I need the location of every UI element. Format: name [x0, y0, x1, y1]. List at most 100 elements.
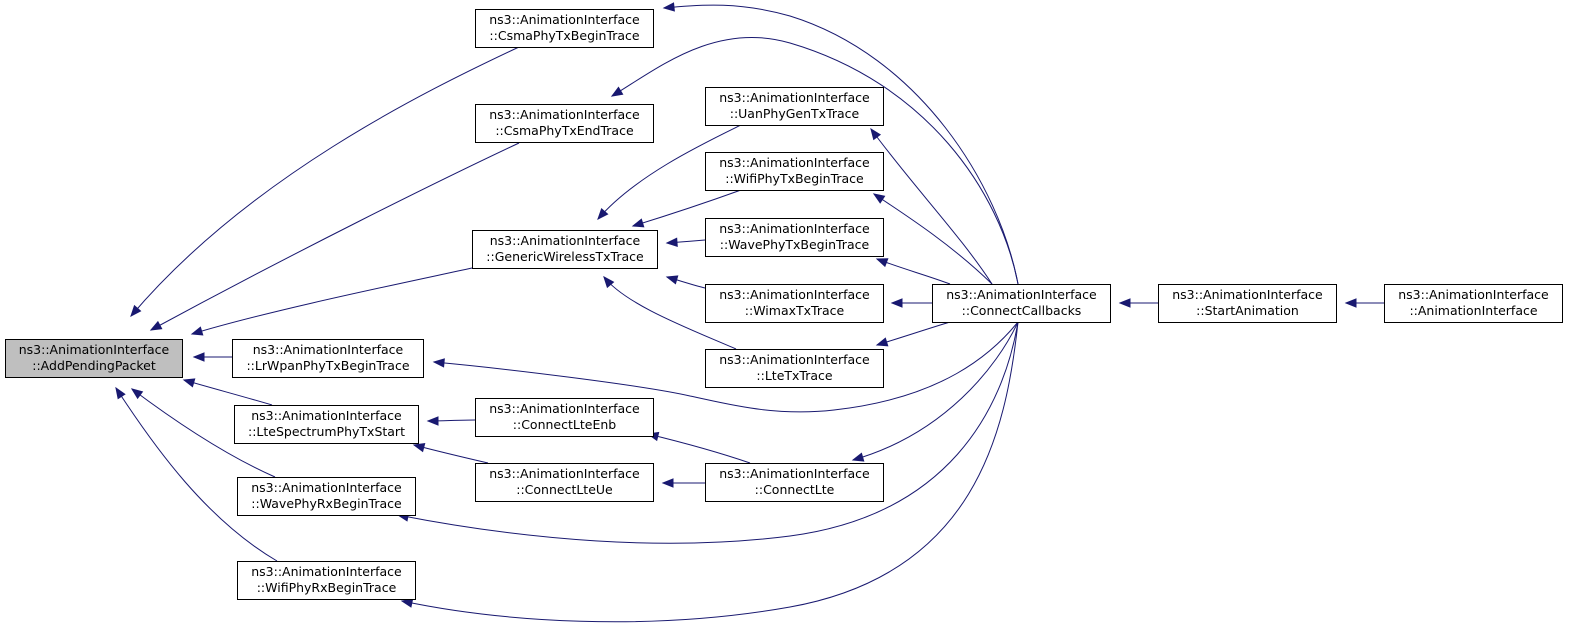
node-namespace-label: ns3::AnimationInterface — [19, 342, 170, 357]
arrowhead-icon — [851, 452, 865, 462]
edges-layer — [115, 2, 1384, 623]
edge-line — [663, 4, 1019, 285]
node-namespace-label: ns3::AnimationInterface — [489, 107, 640, 122]
edge-generic_wireless-to-add_pending_packet — [190, 267, 473, 336]
node-add-pending-packet[interactable]: ns3::AnimationInterface::AddPendingPacke… — [5, 339, 183, 378]
arrowhead-icon — [870, 127, 882, 141]
edge-lte_spectrum-to-add_pending_packet — [182, 378, 273, 406]
node-box — [1158, 284, 1337, 323]
node-namespace-label: ns3::AnimationInterface — [251, 480, 402, 495]
node-box — [705, 218, 884, 257]
node-namespace-label: ns3::AnimationInterface — [489, 401, 640, 416]
edge-connect_callbacks-to-uan_gen — [870, 127, 993, 285]
edge-connect_lte-to-connect_lte_ue — [661, 478, 705, 488]
node-method-label: ::AddPendingPacket — [32, 358, 156, 373]
arrowhead-icon — [661, 478, 674, 488]
edge-line — [870, 128, 993, 285]
node-namespace-label: ns3::AnimationInterface — [253, 342, 404, 357]
node-namespace-label: ns3::AnimationInterface — [251, 564, 402, 579]
edge-line — [433, 321, 1019, 413]
node-connect-lte-ue[interactable]: ns3::AnimationInterface::ConnectLteUe — [475, 463, 654, 502]
arrowhead-icon — [631, 218, 645, 228]
node-box — [475, 398, 654, 437]
node-method-label: ::ConnectCallbacks — [962, 303, 1082, 318]
arrowhead-icon — [130, 304, 142, 318]
node-generic-wireless[interactable]: ns3::AnimationInterface::GenericWireless… — [472, 230, 658, 269]
node-box — [232, 339, 424, 378]
node-csma-tx-begin[interactable]: ns3::AnimationInterface::CsmaPhyTxBeginT… — [475, 9, 654, 48]
arrowhead-icon — [610, 86, 624, 97]
node-wave-rx[interactable]: ns3::AnimationInterface::WavePhyRxBeginT… — [237, 477, 416, 516]
arrowhead-icon — [875, 258, 889, 268]
edge-line — [632, 189, 742, 227]
node-box — [475, 463, 654, 502]
node-box — [705, 152, 884, 191]
node-method-label: ::WavePhyTxBeginTrace — [720, 237, 870, 252]
node-namespace-label: ns3::AnimationInterface — [719, 90, 870, 105]
edge-line — [183, 379, 273, 406]
edge-line — [401, 321, 1019, 623]
node-namespace-label: ns3::AnimationInterface — [719, 466, 870, 481]
node-lrwpan[interactable]: ns3::AnimationInterface::LrWpanPhyTxBegi… — [232, 339, 424, 378]
node-start-animation[interactable]: ns3::AnimationInterface::StartAnimation — [1158, 284, 1337, 323]
edge-uan_gen-to-generic_wireless — [597, 124, 742, 221]
arrowhead-icon — [426, 416, 439, 426]
node-wifi-rx[interactable]: ns3::AnimationInterface::WifiPhyRxBeginT… — [237, 561, 416, 600]
node-connect-lte-enb[interactable]: ns3::AnimationInterface::ConnectLteEnb — [475, 398, 654, 437]
node-animation-interface[interactable]: ns3::AnimationInterface::AnimationInterf… — [1384, 284, 1563, 323]
edge-connect_callbacks-to-wifi_rx — [400, 321, 1019, 623]
edge-connect_callbacks-to-csma_tx_begin — [662, 2, 1019, 285]
edge-line — [647, 433, 751, 464]
node-box — [1384, 284, 1563, 323]
edge-line — [150, 142, 520, 331]
node-namespace-label: ns3::AnimationInterface — [719, 352, 870, 367]
arrowhead-icon — [662, 2, 675, 12]
node-box — [705, 284, 884, 323]
node-connect-callbacks[interactable]: ns3::AnimationInterface::ConnectCallback… — [932, 284, 1111, 323]
node-method-label: ::WifiPhyTxBeginTrace — [725, 171, 864, 186]
edge-line — [131, 388, 276, 478]
node-connect-lte[interactable]: ns3::AnimationInterface::ConnectLte — [705, 463, 884, 502]
node-method-label: ::UanPhyGenTxTrace — [730, 106, 860, 121]
edge-csma_tx_begin-to-add_pending_packet — [130, 46, 520, 318]
node-wifi-tx[interactable]: ns3::AnimationInterface::WifiPhyTxBeginT… — [705, 152, 884, 191]
edge-line — [876, 321, 951, 346]
edge-connect_callbacks-to-wimax — [890, 298, 932, 308]
node-csma-tx-end[interactable]: ns3::AnimationInterface::CsmaPhyTxEndTra… — [475, 104, 654, 143]
node-lte-tx[interactable]: ns3::AnimationInterface::LteTxTrace — [705, 349, 884, 388]
node-method-label: ::StartAnimation — [1196, 303, 1299, 318]
edge-line — [130, 46, 520, 317]
node-method-label: ::WavePhyRxBeginTrace — [251, 496, 402, 511]
node-method-label: ::CsmaPhyTxEndTrace — [495, 123, 634, 138]
arrowhead-icon — [432, 358, 445, 368]
edge-line — [873, 193, 993, 285]
edge-line — [876, 258, 951, 285]
arrowhead-icon — [182, 378, 196, 388]
node-method-label: ::ConnectLteEnb — [513, 417, 616, 432]
node-method-label: ::LteTxTrace — [756, 368, 832, 383]
arrowhead-icon — [665, 237, 678, 247]
arrowhead-icon — [192, 352, 205, 362]
edge-wave_tx-to-generic_wireless — [665, 237, 706, 247]
node-box — [472, 230, 658, 269]
arrowhead-icon — [149, 320, 163, 331]
node-uan-gen[interactable]: ns3::AnimationInterface::UanPhyGenTxTrac… — [705, 87, 884, 126]
node-method-label: ::LrWpanPhyTxBeginTrace — [246, 358, 409, 373]
node-box — [237, 561, 416, 600]
edge-connect_callbacks-to-lrwpan — [432, 321, 1019, 413]
edge-connect_callbacks-to-connect_lte — [851, 321, 1019, 462]
edge-connect_callbacks-to-csma_tx_end — [610, 36, 1019, 285]
node-box — [237, 477, 416, 516]
node-namespace-label: ns3::AnimationInterface — [1398, 287, 1549, 302]
edge-lte_tx-to-generic_wireless — [603, 275, 737, 350]
edge-wave_rx-to-add_pending_packet — [130, 388, 276, 478]
arrowhead-icon — [130, 388, 144, 400]
edge-line — [115, 387, 278, 562]
node-wimax[interactable]: ns3::AnimationInterface::WimaxTxTrace — [705, 284, 884, 323]
node-lte-spectrum[interactable]: ns3::AnimationInterface::LteSpectrumPhyT… — [234, 405, 419, 444]
node-wave-tx[interactable]: ns3::AnimationInterface::WavePhyTxBeginT… — [705, 218, 884, 257]
edge-connect_callbacks-to-lte_tx — [875, 321, 951, 347]
node-method-label: ::ConnectLteUe — [516, 482, 613, 497]
node-method-label: ::ConnectLte — [755, 482, 835, 497]
edge-line — [191, 267, 473, 335]
